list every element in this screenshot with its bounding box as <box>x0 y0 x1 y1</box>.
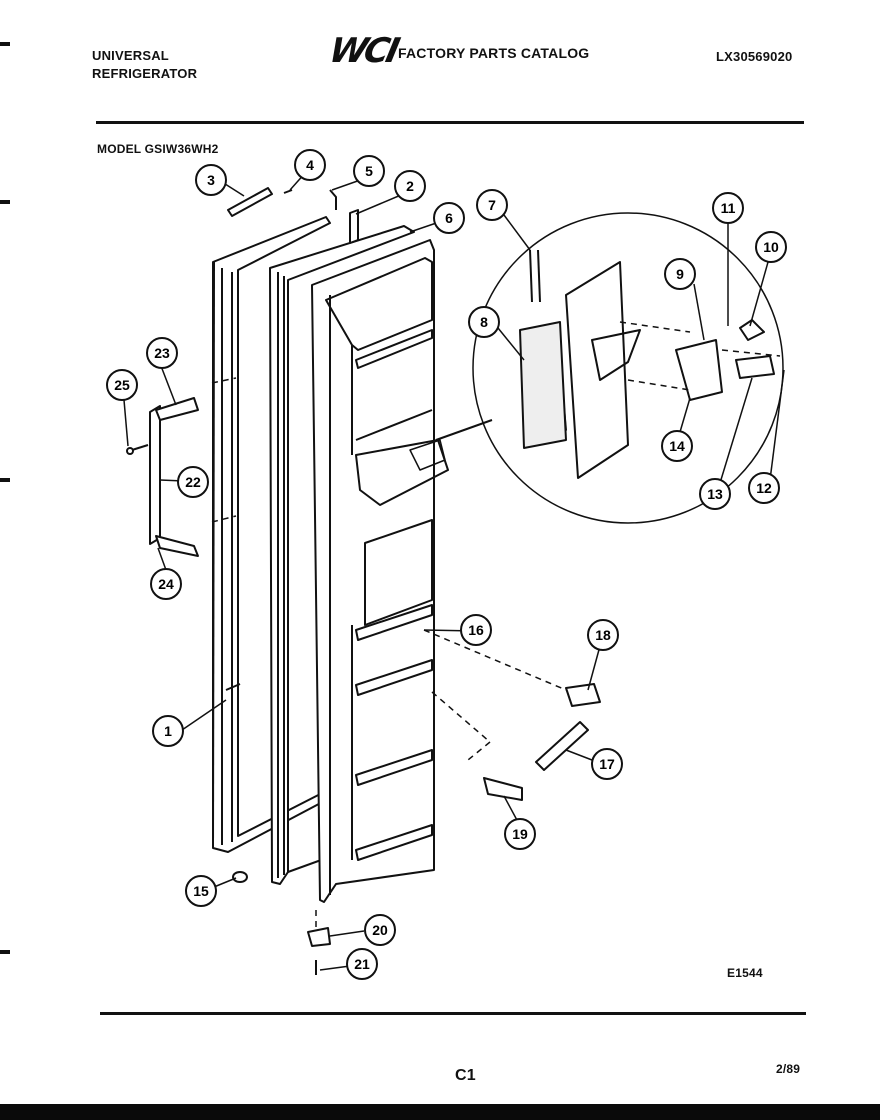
callout-16: 16 <box>460 614 492 646</box>
callout-number: 21 <box>354 956 370 972</box>
callout-5: 5 <box>353 155 385 187</box>
callout-number: 9 <box>676 266 684 282</box>
callout-10: 10 <box>755 231 787 263</box>
callout-number: 4 <box>306 157 314 173</box>
scan-bottom-bar <box>0 1104 880 1120</box>
scan-edge-mark <box>0 200 10 204</box>
callout-21: 21 <box>346 948 378 980</box>
callout-number: 5 <box>365 163 373 179</box>
callout-number: 22 <box>185 474 201 490</box>
callout-20: 20 <box>364 914 396 946</box>
callout-15: 15 <box>185 875 217 907</box>
callout-2: 2 <box>394 170 426 202</box>
catalog-title: FACTORY PARTS CATALOG <box>398 45 590 61</box>
brand-line-2: REFRIGERATOR <box>92 66 198 81</box>
model-label: MODEL GSIW36WH2 <box>97 142 219 156</box>
callout-number: 6 <box>445 210 453 226</box>
callout-number: 23 <box>154 345 170 361</box>
callout-number: 15 <box>193 883 209 899</box>
callout-12: 12 <box>748 472 780 504</box>
callout-7: 7 <box>476 189 508 221</box>
callout-number: 14 <box>669 438 685 454</box>
callout-number: 17 <box>599 756 615 772</box>
door-inner-liner <box>311 239 449 903</box>
callout-9: 9 <box>664 258 696 290</box>
callout-number: 16 <box>468 622 484 638</box>
callout-19: 19 <box>504 818 536 850</box>
door-outer-panel <box>212 216 333 853</box>
callout-number: 20 <box>372 922 388 938</box>
callout-number: 7 <box>488 197 496 213</box>
callout-number: 13 <box>707 486 723 502</box>
callout-number: 19 <box>512 826 528 842</box>
callout-number: 10 <box>763 239 779 255</box>
catalog-date: 2/89 <box>776 1062 801 1076</box>
callout-22: 22 <box>177 466 209 498</box>
page-id: C1 <box>455 1067 476 1084</box>
scan-edge-mark <box>0 478 10 482</box>
part-3-bracket <box>227 187 273 217</box>
callout-number: 12 <box>756 480 772 496</box>
callout-number: 8 <box>480 314 488 330</box>
scan-edge-mark <box>0 42 10 46</box>
callout-4: 4 <box>294 149 326 181</box>
callout-14: 14 <box>661 430 693 462</box>
callout-13: 13 <box>699 478 731 510</box>
callout-25: 25 <box>106 369 138 401</box>
brand-line-1: UNIVERSAL <box>92 48 169 63</box>
scan-edge-mark <box>0 950 10 954</box>
callout-18: 18 <box>587 619 619 651</box>
callout-24: 24 <box>150 568 182 600</box>
callout-number: 1 <box>164 723 172 739</box>
callout-number: 25 <box>114 377 130 393</box>
callout-number: 2 <box>406 178 414 194</box>
callout-number: 3 <box>207 172 215 188</box>
callout-8: 8 <box>468 306 500 338</box>
callout-6: 6 <box>433 202 465 234</box>
catalog-part-number: LX30569020 <box>716 49 793 64</box>
diagram-code: E1544 <box>727 966 763 980</box>
callout-23: 23 <box>146 337 178 369</box>
callout-11: 11 <box>712 192 744 224</box>
callout-number: 11 <box>721 200 736 216</box>
footer-rule <box>100 1012 806 1015</box>
callout-3: 3 <box>195 164 227 196</box>
callout-1: 1 <box>152 715 184 747</box>
callout-17: 17 <box>591 748 623 780</box>
callout-number: 24 <box>158 576 174 592</box>
header-rule <box>96 121 804 124</box>
door-handle <box>126 397 199 557</box>
callout-number: 18 <box>595 627 611 643</box>
